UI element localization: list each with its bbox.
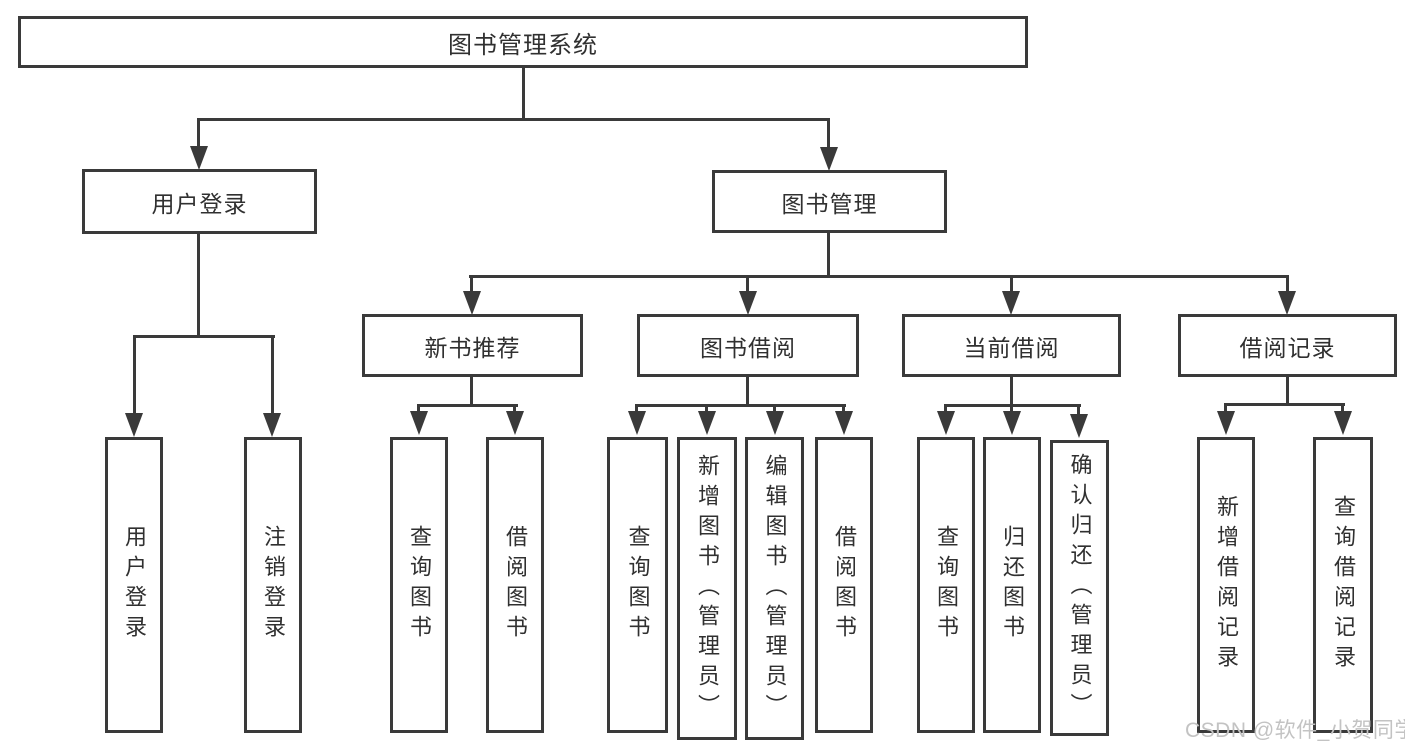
node-label: 查询图书 — [934, 525, 959, 645]
connector-drop — [271, 335, 274, 415]
connector-drop — [470, 275, 473, 295]
connector-drop — [1010, 275, 1013, 295]
connector-drop — [133, 335, 136, 415]
connector-root-bar — [197, 118, 830, 121]
arrow-down-icon — [1070, 414, 1088, 438]
arrow-down-icon — [1002, 291, 1020, 315]
node-label: 查询图书 — [407, 525, 432, 645]
arrow-down-icon — [506, 411, 524, 435]
connector-drop — [1224, 403, 1227, 415]
connector-bar — [635, 404, 846, 407]
arrow-down-icon — [1278, 291, 1296, 315]
leaf-return-books: 归还图书 — [983, 437, 1041, 733]
node-label: 归还图书 — [1000, 525, 1025, 645]
leaf-query-borrow-record: 查询借阅记录 — [1313, 437, 1373, 733]
connector-root-stem — [522, 66, 525, 120]
node-label: 借阅记录 — [1239, 334, 1336, 361]
connector-drop — [1077, 404, 1080, 418]
leaf-query-books-3: 查询图书 — [917, 437, 975, 733]
connector-drop — [635, 404, 638, 416]
arrow-down-icon — [1217, 411, 1235, 435]
node-label: 借阅图书 — [832, 525, 857, 645]
arrow-down-icon — [739, 291, 757, 315]
node-label: 查询图书 — [625, 525, 651, 645]
connector-drop — [1286, 275, 1289, 295]
connector-bar — [1224, 403, 1345, 406]
node-label: 用户登录 — [122, 525, 147, 645]
leaf-query-books-1: 查询图书 — [390, 437, 448, 733]
node-label: 图书管理 — [781, 190, 878, 217]
node-label: 查询借阅记录 — [1331, 495, 1356, 675]
leaf-add-borrow-record: 新增借阅记录 — [1197, 437, 1255, 733]
connector-drop — [773, 404, 776, 416]
node-label: 当前借阅 — [963, 334, 1060, 361]
leaf-logout: 注销登录 — [244, 437, 302, 733]
arrow-down-icon — [190, 146, 208, 170]
node-label: 用户登录 — [151, 190, 248, 217]
arrow-down-icon — [410, 411, 428, 435]
connector-drop — [513, 404, 516, 416]
node-label: 图书借阅 — [700, 334, 796, 361]
arrow-down-icon — [698, 411, 716, 435]
arrow-down-icon — [835, 411, 853, 435]
leaf-user-login: 用户登录 — [105, 437, 163, 733]
connector-stem — [470, 376, 473, 406]
connector-drop — [944, 404, 947, 416]
connector-book-mgmt-stem — [827, 233, 830, 278]
node-label: 新书推荐 — [424, 334, 521, 361]
connector-stem — [746, 376, 749, 406]
csdn-watermark: CSDN @软件_小贺同学 — [1185, 719, 1405, 742]
connector-stem — [1010, 376, 1013, 406]
node-book-management: 图书管理 — [712, 170, 947, 233]
node-book-borrowing: 图书借阅 — [637, 314, 859, 377]
connector-drop — [1341, 403, 1344, 415]
node-new-book-recommend: 新书推荐 — [362, 314, 583, 377]
arrow-down-icon — [1334, 411, 1352, 435]
connector-drop — [842, 404, 845, 416]
leaf-edit-books-admin: 编辑图书（管理员） — [745, 437, 804, 740]
node-current-borrowing: 当前借阅 — [902, 314, 1121, 377]
leaf-add-books-admin: 新增图书（管理员） — [677, 437, 737, 740]
leaf-borrow-books-2: 借阅图书 — [815, 437, 873, 733]
leaf-borrow-books-1: 借阅图书 — [486, 437, 544, 733]
connector-user-login-bar — [133, 335, 275, 338]
connector-user-login-stem — [197, 234, 200, 338]
node-label: 新增借阅记录 — [1214, 495, 1239, 675]
node-label: 注销登录 — [261, 525, 286, 645]
arrow-down-icon — [766, 411, 784, 435]
node-borrowing-records: 借阅记录 — [1178, 314, 1397, 377]
connector-bar — [417, 404, 518, 407]
node-label: 编辑图书（管理员） — [762, 453, 788, 724]
arrow-down-icon — [628, 411, 646, 435]
node-label: 图书管理系统 — [448, 31, 598, 59]
connector-drop — [705, 404, 708, 416]
node-root: 图书管理系统 — [18, 16, 1028, 68]
node-user-login: 用户登录 — [82, 169, 317, 234]
connector-drop — [746, 275, 749, 295]
connector-drop — [197, 118, 200, 148]
node-label: 确认归还（管理员） — [1067, 453, 1093, 723]
arrow-down-icon — [263, 413, 281, 437]
arrow-down-icon — [463, 291, 481, 315]
arrow-down-icon — [937, 411, 955, 435]
connector-drop — [1010, 404, 1013, 416]
connector-book-mgmt-bar — [469, 275, 1289, 278]
node-label: 借阅图书 — [503, 525, 528, 645]
arrow-down-icon — [1003, 411, 1021, 435]
connector-stem — [1286, 376, 1289, 406]
leaf-query-books-2: 查询图书 — [607, 437, 668, 733]
arrow-down-icon — [125, 413, 143, 437]
leaf-confirm-return-admin: 确认归还（管理员） — [1050, 440, 1109, 736]
node-label: 新增图书（管理员） — [695, 453, 720, 724]
connector-drop — [417, 404, 420, 416]
arrow-down-icon — [820, 147, 838, 171]
connector-drop — [827, 118, 830, 148]
